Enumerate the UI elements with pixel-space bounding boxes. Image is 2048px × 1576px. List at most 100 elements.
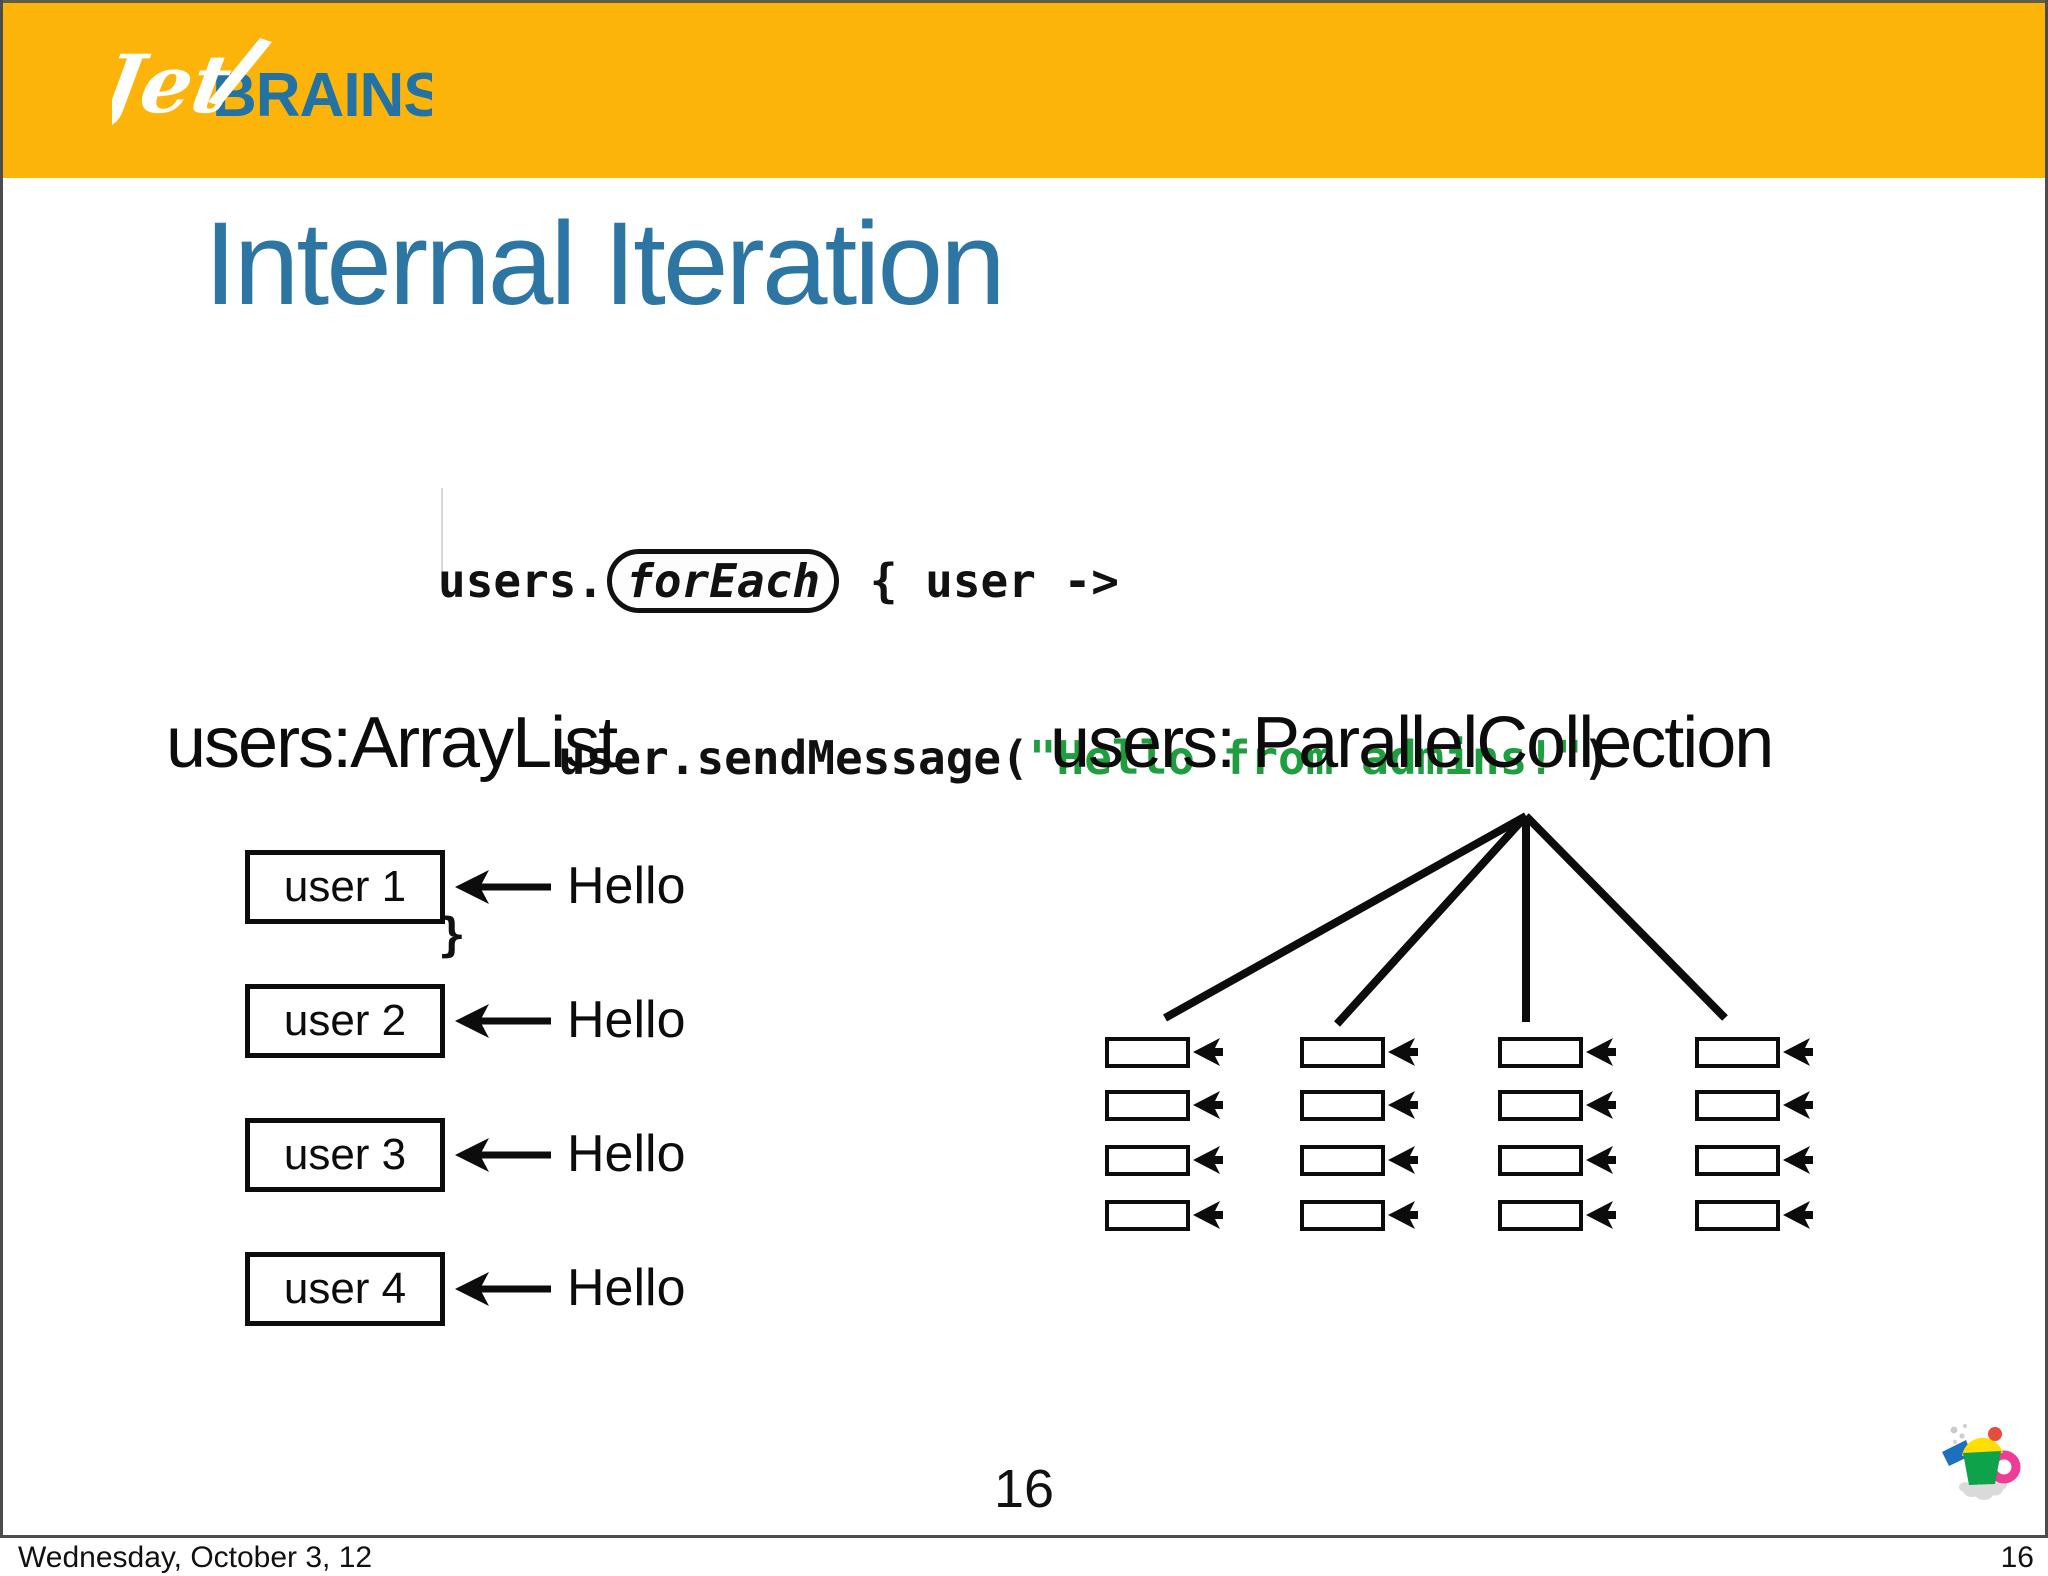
message-arrowhead [1586,1038,1618,1071]
left-arrowhead-icon [1388,1146,1418,1174]
parallel-cell [1498,1037,1628,1069]
message-arrowhead [1388,1146,1420,1179]
hello-label: Hello [567,991,686,1049]
left-arrowhead-icon [1388,1038,1418,1066]
left-arrow-icon [455,870,551,904]
parallel-box [1498,1145,1583,1176]
message-arrowhead [1388,1201,1420,1234]
slide-top-border [0,0,2048,3]
parallel-box [1300,1037,1385,1068]
parallel-cell [1105,1037,1235,1069]
parallel-box [1498,1090,1583,1121]
teapot-icon [1942,1423,2021,1500]
message-arrowhead [1193,1091,1225,1124]
footer-separator [0,1535,2048,1538]
parallel-box [1695,1200,1780,1231]
message-arrowhead [1193,1038,1225,1071]
message-arrowhead [1586,1201,1618,1234]
code-line-1: users.forEach { user -> [438,549,1610,613]
parallel-box [1498,1037,1583,1068]
user-box: user 2 [245,984,445,1058]
parallel-collection-grid [1105,1037,1845,1277]
parallel-cell [1498,1200,1628,1232]
parallel-collection-heading: users: ParallelCollection [1050,703,1774,783]
code-string-literal: "Hello from admins!" [1028,731,1583,785]
message-arrowhead [1586,1091,1618,1124]
message-arrowhead [1783,1201,1815,1234]
parallel-cell [1695,1200,1825,1232]
user-box: user 1 [245,850,445,924]
parallel-cell [1498,1145,1628,1177]
parallel-fanout-lines [1163,812,1728,1027]
user-box-label: user 4 [283,1264,407,1313]
parallel-cell [1105,1145,1235,1177]
slide-right-border [2045,0,2048,1537]
footer-date: Wednesday, October 3, 12 [18,1541,373,1574]
parallel-box [1300,1145,1385,1176]
jet-streak-icon [208,38,272,106]
slide-page-number: 16 [993,1459,1055,1519]
parallel-box [1498,1200,1583,1231]
footer-page-number: 16 [2000,1541,2034,1574]
parallel-box [1300,1200,1385,1231]
foreach-highlight-pill: forEach [607,549,840,613]
parallel-cell [1498,1090,1628,1122]
parallel-cell [1695,1090,1825,1122]
left-arrowhead-icon [1783,1146,1813,1174]
message-arrowhead [1783,1146,1815,1179]
hello-label: Hello [567,857,686,915]
left-arrowhead-icon [1193,1091,1223,1119]
slide-left-border [0,0,3,1537]
left-arrowhead-icon [1388,1201,1418,1229]
parallel-box [1105,1200,1190,1231]
message-arrowhead [1783,1038,1815,1071]
user-box-label: user 3 [283,1130,407,1179]
user-box-label: user 2 [283,996,407,1045]
parallel-box [1105,1037,1190,1068]
message-arrowhead [1586,1146,1618,1179]
message-arrow [455,1137,555,1178]
message-arrow [455,1003,555,1044]
parallel-cell [1300,1145,1430,1177]
left-arrow-icon [455,1138,551,1172]
user-box: user 4 [245,1252,445,1326]
message-arrow [455,1271,555,1312]
left-arrowhead-icon [1388,1091,1418,1119]
code-line-2: user.sendMessage("Hello from admins!") [558,731,1611,785]
parallel-cell [1695,1037,1825,1069]
parallel-cell [1300,1090,1430,1122]
parallel-box [1300,1090,1385,1121]
left-arrowhead-icon [1193,1038,1223,1066]
message-arrowhead [1193,1201,1225,1234]
hello-label: Hello [567,1259,686,1317]
parallel-box [1695,1037,1780,1068]
slide-title: Internal Iteration [204,198,1006,330]
left-arrowhead-icon [1783,1201,1813,1229]
parallel-cell [1300,1037,1430,1069]
left-arrowhead-icon [1586,1201,1616,1229]
left-arrowhead-icon [1586,1146,1616,1174]
arraylist-row: user 1 Hello [245,850,765,924]
code-indent-guide [441,488,443,586]
logo-jet-text: Jet [112,38,238,132]
left-arrowhead-icon [1783,1091,1813,1119]
message-arrow [455,869,555,910]
parallel-box [1105,1090,1190,1121]
jetbrains-logo: BRAINS Jet [112,38,432,132]
parallel-box [1105,1145,1190,1176]
left-arrowhead-icon [1193,1146,1223,1174]
left-arrow-icon [455,1004,551,1038]
code-block: users.forEach { user -> user.sendMessage… [438,434,1610,1024]
header-bar: BRAINS Jet [0,0,2048,178]
message-arrowhead [1783,1091,1815,1124]
message-arrowhead [1193,1146,1225,1179]
parallel-box [1695,1090,1780,1121]
arraylist-row: user 4 Hello [245,1252,765,1326]
parallel-box [1695,1145,1780,1176]
arraylist-row: user 2 Hello [245,984,765,1058]
user-box: user 3 [245,1118,445,1192]
message-arrowhead [1388,1091,1420,1124]
parallel-cell [1105,1200,1235,1232]
left-arrowhead-icon [1586,1091,1616,1119]
